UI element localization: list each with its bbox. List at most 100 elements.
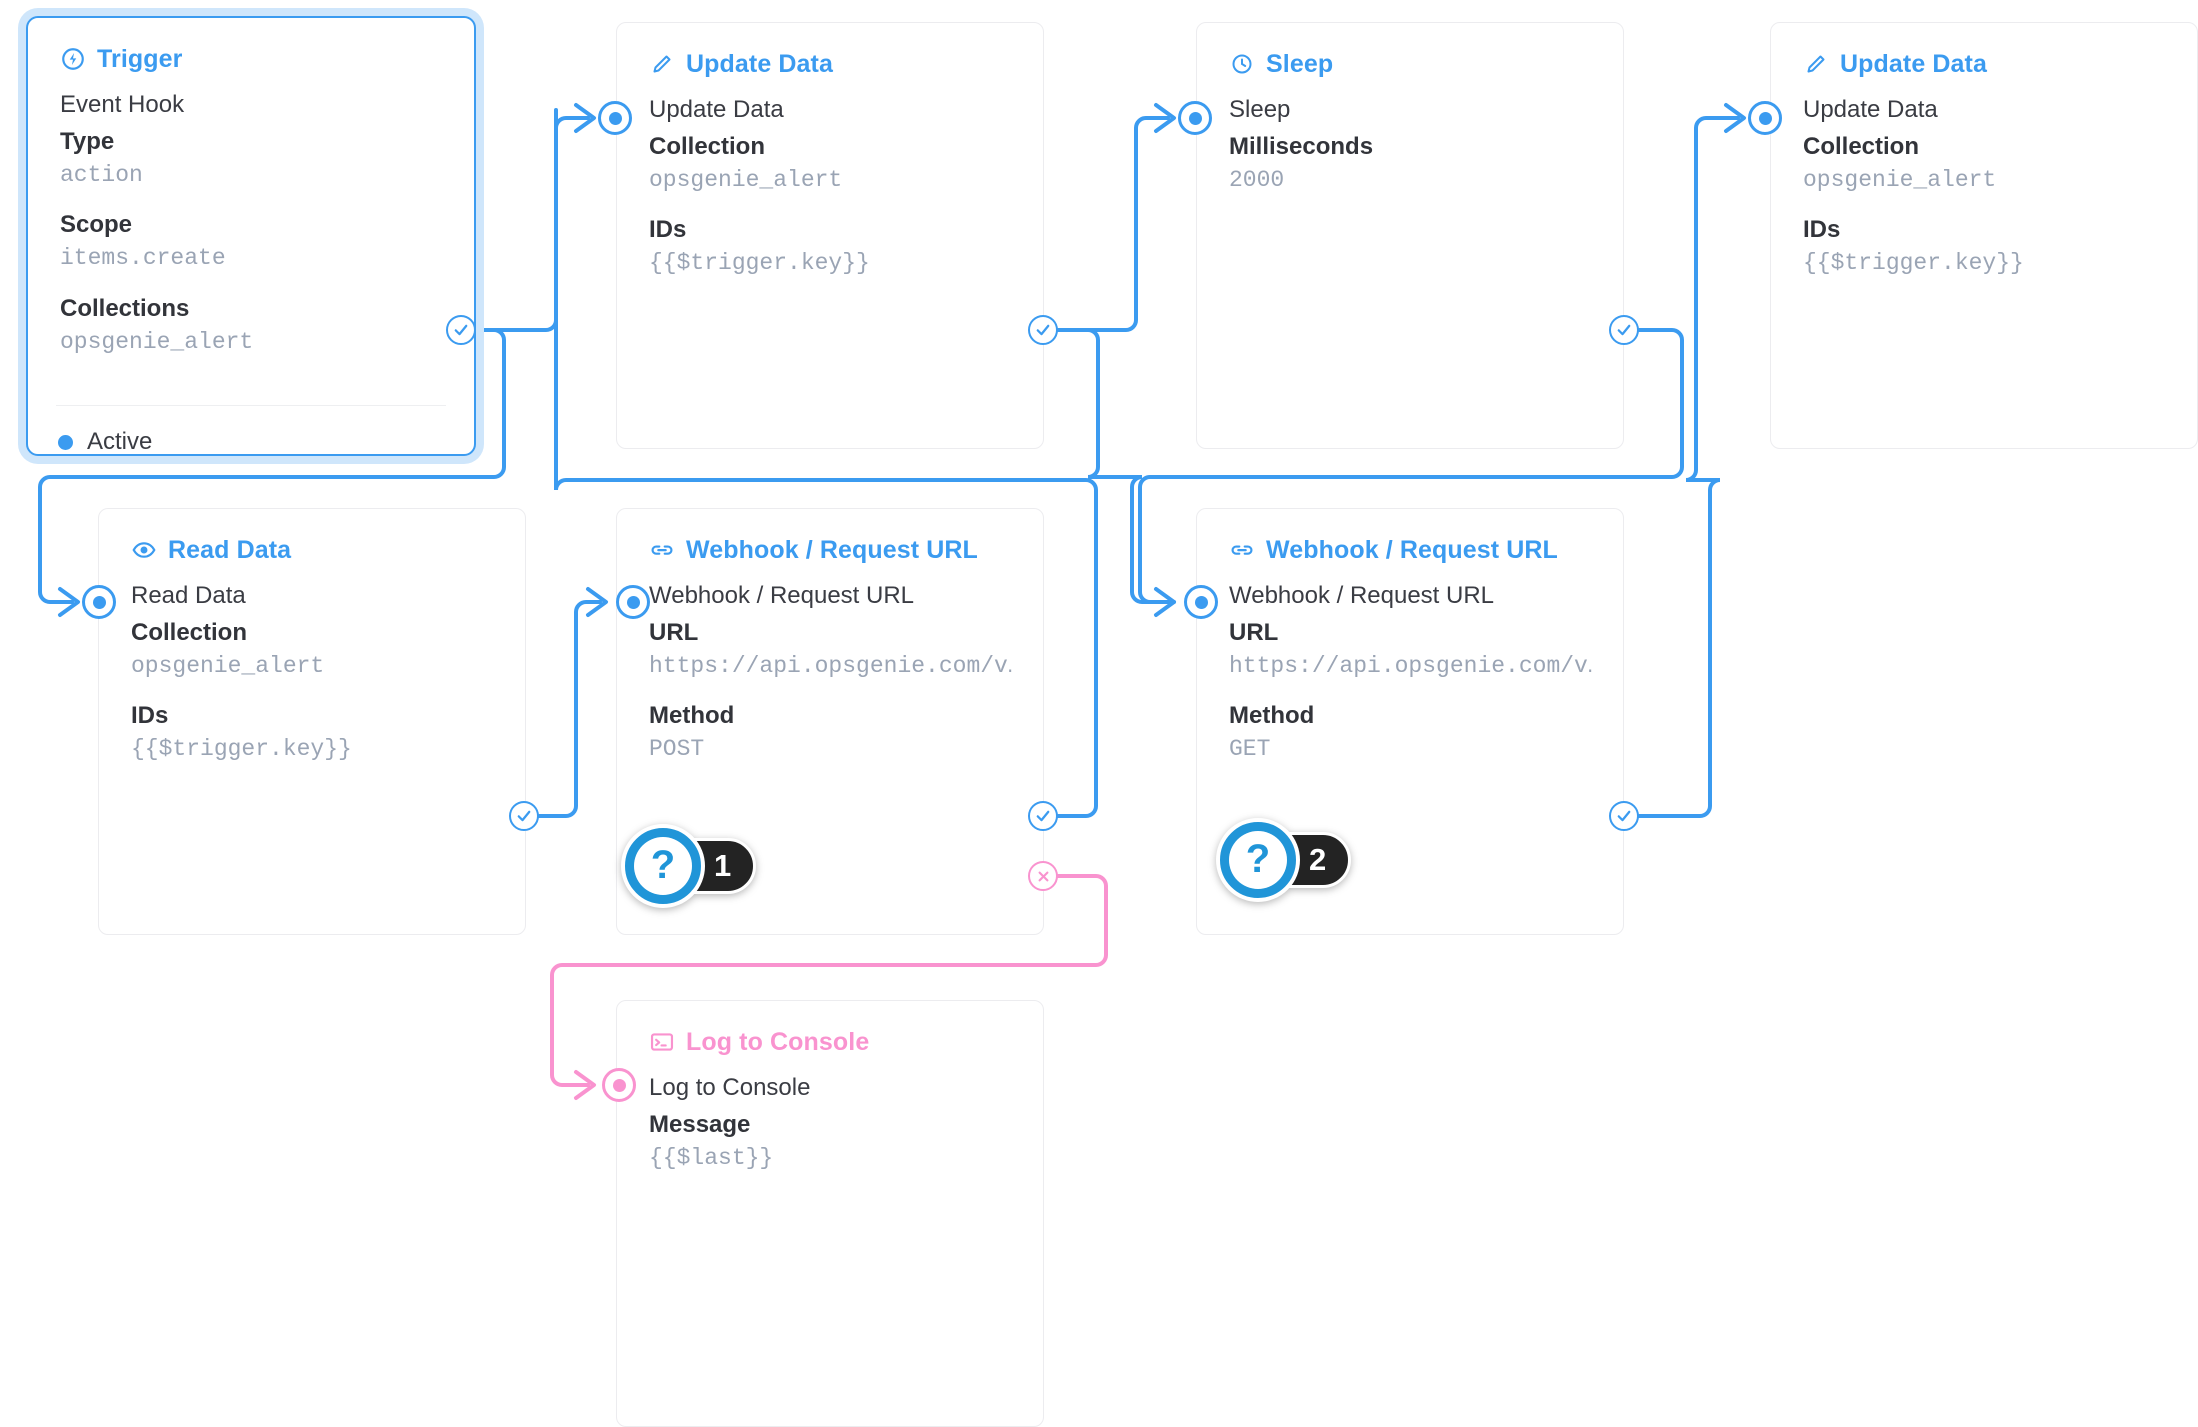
field-label-ids: IDs: [649, 216, 687, 244]
field-value-collection: opsgenie_alert: [131, 652, 325, 679]
field-label-url: URL: [1229, 618, 1279, 646]
terminal-icon: [649, 1029, 675, 1055]
bolt-circle-icon: [60, 46, 86, 72]
field-label-ids: IDs: [131, 702, 169, 730]
output-port-success-update-data-1[interactable]: [1028, 315, 1058, 345]
card-header-label: Log to Console: [686, 1027, 870, 1056]
question-mark-icon: ?: [621, 824, 705, 908]
node-card-update-data-1[interactable]: Update Data Update Data Collection opsge…: [616, 22, 1044, 449]
status-label: Active: [87, 428, 153, 456]
field-value-ids: {{$trigger.key}}: [1803, 250, 2024, 277]
card-header-label: Read Data: [168, 535, 292, 564]
card-header-log-to-console: Log to Console: [617, 1001, 1043, 1055]
card-header-label: Update Data: [1840, 49, 1987, 78]
field-label-method: Method: [1229, 702, 1315, 730]
card-body-update-data-2: Update Data Collection opsgenie_alert ID…: [1771, 77, 2197, 281]
card-header-label: Sleep: [1266, 49, 1334, 78]
card-header-read-data: Read Data: [99, 509, 525, 563]
pencil-icon: [1803, 51, 1829, 77]
node-card-webhook-post[interactable]: Webhook / Request URL Webhook / Request …: [616, 508, 1044, 935]
card-header-trigger: Trigger: [28, 18, 474, 72]
field-value-url: https://api.opsgenie.com/v…: [649, 652, 1013, 679]
field-value-type: action: [60, 161, 143, 188]
badge-mark: ?: [634, 837, 692, 895]
badge-mark: ?: [1229, 831, 1287, 889]
field-label-collection: Collection: [1803, 132, 1920, 160]
field-label-scope: Scope: [60, 211, 133, 239]
node-card-log-to-console[interactable]: Log to Console Log to Console Message {{…: [616, 1000, 1044, 1427]
card-header-label: Update Data: [686, 49, 833, 78]
field-label-method: Method: [649, 702, 735, 730]
check-icon: [1617, 324, 1631, 336]
annotation-badge-2[interactable]: ? 2: [1216, 818, 1352, 902]
status-badge-active: Active: [28, 406, 474, 456]
card-header-label: Webhook / Request URL: [1266, 535, 1558, 564]
field-value-method: POST: [649, 736, 705, 763]
input-port-webhook-get[interactable]: [1184, 585, 1218, 619]
input-port-webhook-post[interactable]: [616, 585, 650, 619]
check-icon: [1036, 810, 1050, 822]
node-card-read-data[interactable]: Read Data Read Data Collection opsgenie_…: [98, 508, 526, 935]
link-icon: [1229, 537, 1255, 563]
card-body-read-data: Read Data Collection opsgenie_alert IDs …: [99, 563, 525, 767]
port-pin-icon: [612, 1078, 626, 1092]
node-row-title: Update Data: [649, 96, 784, 123]
output-port-success-webhook-post[interactable]: [1028, 801, 1058, 831]
field-label-milliseconds: Milliseconds: [1229, 132, 1374, 160]
port-pin-icon: [92, 595, 106, 609]
node-row-title: Log to Console: [649, 1074, 811, 1101]
annotation-badge-1[interactable]: ? 1: [621, 824, 757, 908]
card-header-update-data-2: Update Data: [1771, 23, 2197, 77]
status-dot-icon: [58, 434, 73, 450]
check-icon: [1617, 810, 1631, 822]
port-pin-icon: [626, 595, 640, 609]
field-value-message: {{$last}}: [649, 1144, 774, 1171]
output-port-success-sleep[interactable]: [1609, 315, 1639, 345]
output-port-success-trigger[interactable]: [446, 315, 476, 345]
input-port-read-data[interactable]: [82, 585, 116, 619]
output-port-success-read-data[interactable]: [509, 801, 539, 831]
card-header-label: Trigger: [97, 44, 183, 73]
node-card-sleep[interactable]: Sleep Sleep Milliseconds 2000: [1196, 22, 1624, 449]
card-header-sleep: Sleep: [1197, 23, 1623, 77]
eye-icon: [131, 537, 157, 563]
node-row-title: Event Hook: [60, 91, 185, 118]
field-label-type: Type: [60, 127, 115, 155]
node-row-title: Update Data: [1803, 96, 1938, 123]
output-port-error-webhook-post[interactable]: [1028, 861, 1058, 891]
clock-icon: [1229, 51, 1255, 77]
port-pin-icon: [608, 111, 622, 125]
close-icon: [1038, 871, 1048, 881]
input-port-log-to-console[interactable]: [602, 1068, 636, 1102]
input-port-update-data-1[interactable]: [598, 101, 632, 135]
node-card-trigger[interactable]: Trigger Event Hook Type action Scope ite…: [26, 16, 476, 456]
field-value-collections: opsgenie_alert: [60, 328, 254, 355]
node-row-title: Webhook / Request URL: [1229, 582, 1495, 609]
input-port-sleep[interactable]: [1178, 101, 1212, 135]
node-row-title: Webhook / Request URL: [649, 582, 915, 609]
card-body-trigger: Event Hook Type action Scope items.creat…: [28, 72, 474, 359]
card-header-webhook-get: Webhook / Request URL: [1197, 509, 1623, 563]
port-pin-icon: [1194, 595, 1208, 609]
card-body-webhook-get: Webhook / Request URL URL https://api.op…: [1197, 563, 1623, 767]
field-value-ids: {{$trigger.key}}: [131, 736, 352, 763]
node-row-title: Sleep: [1229, 96, 1291, 123]
check-icon: [517, 810, 531, 822]
card-body-sleep: Sleep Milliseconds 2000: [1197, 77, 1623, 197]
input-port-update-data-2[interactable]: [1748, 101, 1782, 135]
check-icon: [1036, 324, 1050, 336]
field-value-collection: opsgenie_alert: [649, 166, 843, 193]
field-value-ids: {{$trigger.key}}: [649, 250, 870, 277]
field-value-milliseconds: 2000: [1229, 166, 1285, 193]
field-value-scope: items.create: [60, 245, 226, 272]
field-label-collection: Collection: [131, 618, 248, 646]
field-label-url: URL: [649, 618, 699, 646]
port-pin-icon: [1188, 111, 1202, 125]
link-icon: [649, 537, 675, 563]
output-port-success-webhook-get[interactable]: [1609, 801, 1639, 831]
field-value-method: GET: [1229, 736, 1271, 763]
node-card-update-data-2[interactable]: Update Data Update Data Collection opsge…: [1770, 22, 2198, 449]
card-header-update-data-1: Update Data: [617, 23, 1043, 77]
card-header-label: Webhook / Request URL: [686, 535, 978, 564]
